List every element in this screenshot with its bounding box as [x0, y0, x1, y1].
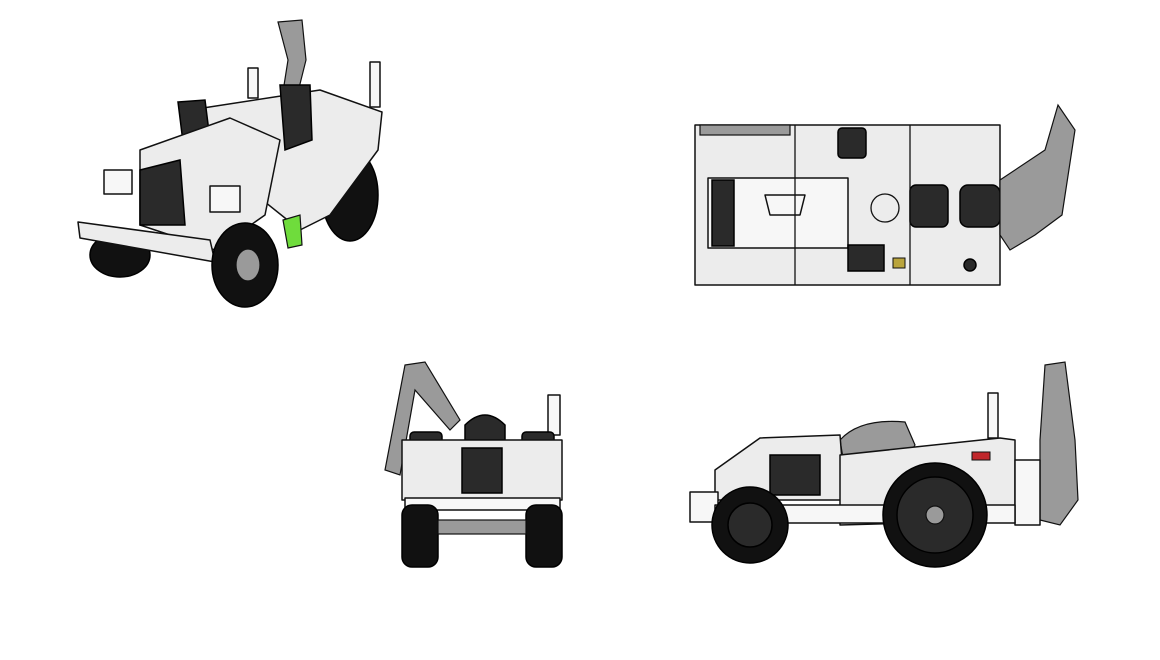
cab-top [464, 414, 506, 441]
seat-top-rear [959, 184, 1001, 228]
seat [279, 84, 313, 152]
grille [139, 159, 186, 226]
bumper-front [404, 497, 561, 511]
exhaust-stack [369, 61, 381, 108]
hood-vent [764, 194, 806, 216]
rear-hub-center [925, 505, 945, 525]
headlight-left [103, 169, 133, 195]
mast [247, 67, 259, 99]
headlight-right [209, 185, 241, 213]
front-tire-right [525, 504, 563, 568]
front-view [384, 361, 563, 568]
front-tire-top-left [699, 124, 791, 136]
exhaust-side [987, 392, 999, 439]
rear-bracket [1014, 459, 1041, 526]
yellow-label [892, 257, 906, 269]
top-view [694, 103, 1076, 286]
side-box [847, 244, 885, 272]
backhoe-arm-side [1039, 361, 1079, 526]
front-hub-side [727, 502, 773, 548]
seat-top-front [909, 184, 949, 228]
mast-front [547, 394, 561, 436]
front-tire-left [401, 504, 439, 568]
side-view [689, 361, 1079, 568]
hub [235, 248, 261, 282]
engine-side [769, 454, 821, 496]
isometric-view [77, 19, 383, 308]
grille-top [711, 179, 735, 247]
axle [437, 519, 527, 535]
exhaust-cap [963, 258, 977, 272]
seat-side-top [837, 127, 867, 159]
backhoe-arm-top [999, 103, 1076, 251]
green-step [282, 214, 303, 249]
red-label [971, 451, 991, 461]
steering-wheel [870, 193, 900, 223]
grille-front [461, 447, 503, 494]
